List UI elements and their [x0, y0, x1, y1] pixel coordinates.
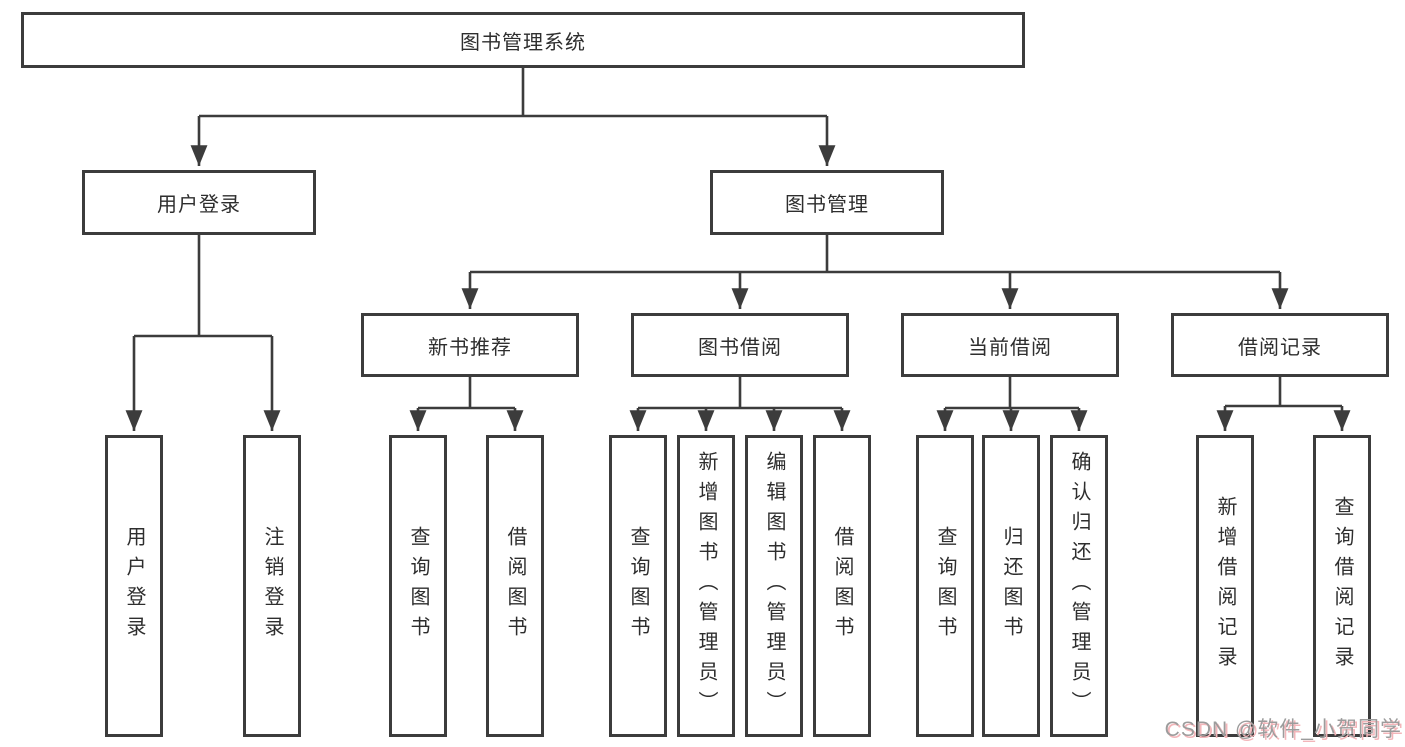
node-book-borrowing: 图书借阅 — [631, 313, 849, 377]
leaf-confirm-return-admin-label: 确认归还（管理员） — [1068, 451, 1090, 721]
leaf-query-borrow-record-label: 查询借阅记录 — [1331, 496, 1353, 676]
leaf-query-books-borrowing-label: 查询图书 — [627, 526, 649, 646]
leaf-add-books-admin-label: 新增图书（管理员） — [695, 451, 717, 721]
leaf-borrow-books-recommend: 借阅图书 — [486, 435, 544, 737]
leaf-query-borrow-record: 查询借阅记录 — [1313, 435, 1371, 737]
leaf-add-books-admin: 新增图书（管理员） — [677, 435, 735, 737]
node-library-management-system: 图书管理系统 — [21, 12, 1025, 68]
node-borrowing-records: 借阅记录 — [1171, 313, 1389, 377]
leaf-user-login: 用户登录 — [105, 435, 163, 737]
leaf-edit-books-admin: 编辑图书（管理员） — [745, 435, 803, 737]
leaf-user-login-label: 用户登录 — [123, 526, 145, 646]
leaf-logout: 注销登录 — [243, 435, 301, 737]
node-book-management: 图书管理 — [710, 170, 944, 235]
leaf-query-books-current: 查询图书 — [916, 435, 974, 737]
leaf-query-books-borrowing: 查询图书 — [609, 435, 667, 737]
leaf-borrow-books-borrowing-label: 借阅图书 — [831, 526, 853, 646]
leaf-logout-label: 注销登录 — [261, 526, 283, 646]
leaf-borrow-books-borrowing: 借阅图书 — [813, 435, 871, 737]
leaf-query-books-current-label: 查询图书 — [934, 526, 956, 646]
leaf-query-books-recommend: 查询图书 — [389, 435, 447, 737]
leaf-query-books-recommend-label: 查询图书 — [407, 526, 429, 646]
node-current-borrowing: 当前借阅 — [901, 313, 1119, 377]
leaf-borrow-books-recommend-label: 借阅图书 — [504, 526, 526, 646]
leaf-add-borrow-record: 新增借阅记录 — [1196, 435, 1254, 737]
node-user-login: 用户登录 — [82, 170, 316, 235]
leaf-return-books-label: 归还图书 — [1000, 526, 1022, 646]
leaf-add-borrow-record-label: 新增借阅记录 — [1214, 496, 1236, 676]
leaf-edit-books-admin-label: 编辑图书（管理员） — [763, 451, 785, 721]
leaf-return-books: 归还图书 — [982, 435, 1040, 737]
leaf-confirm-return-admin: 确认归还（管理员） — [1050, 435, 1108, 737]
node-new-book-recommendation: 新书推荐 — [361, 313, 579, 377]
watermark: CSDN @软件_小贺同学 — [1164, 718, 1402, 741]
